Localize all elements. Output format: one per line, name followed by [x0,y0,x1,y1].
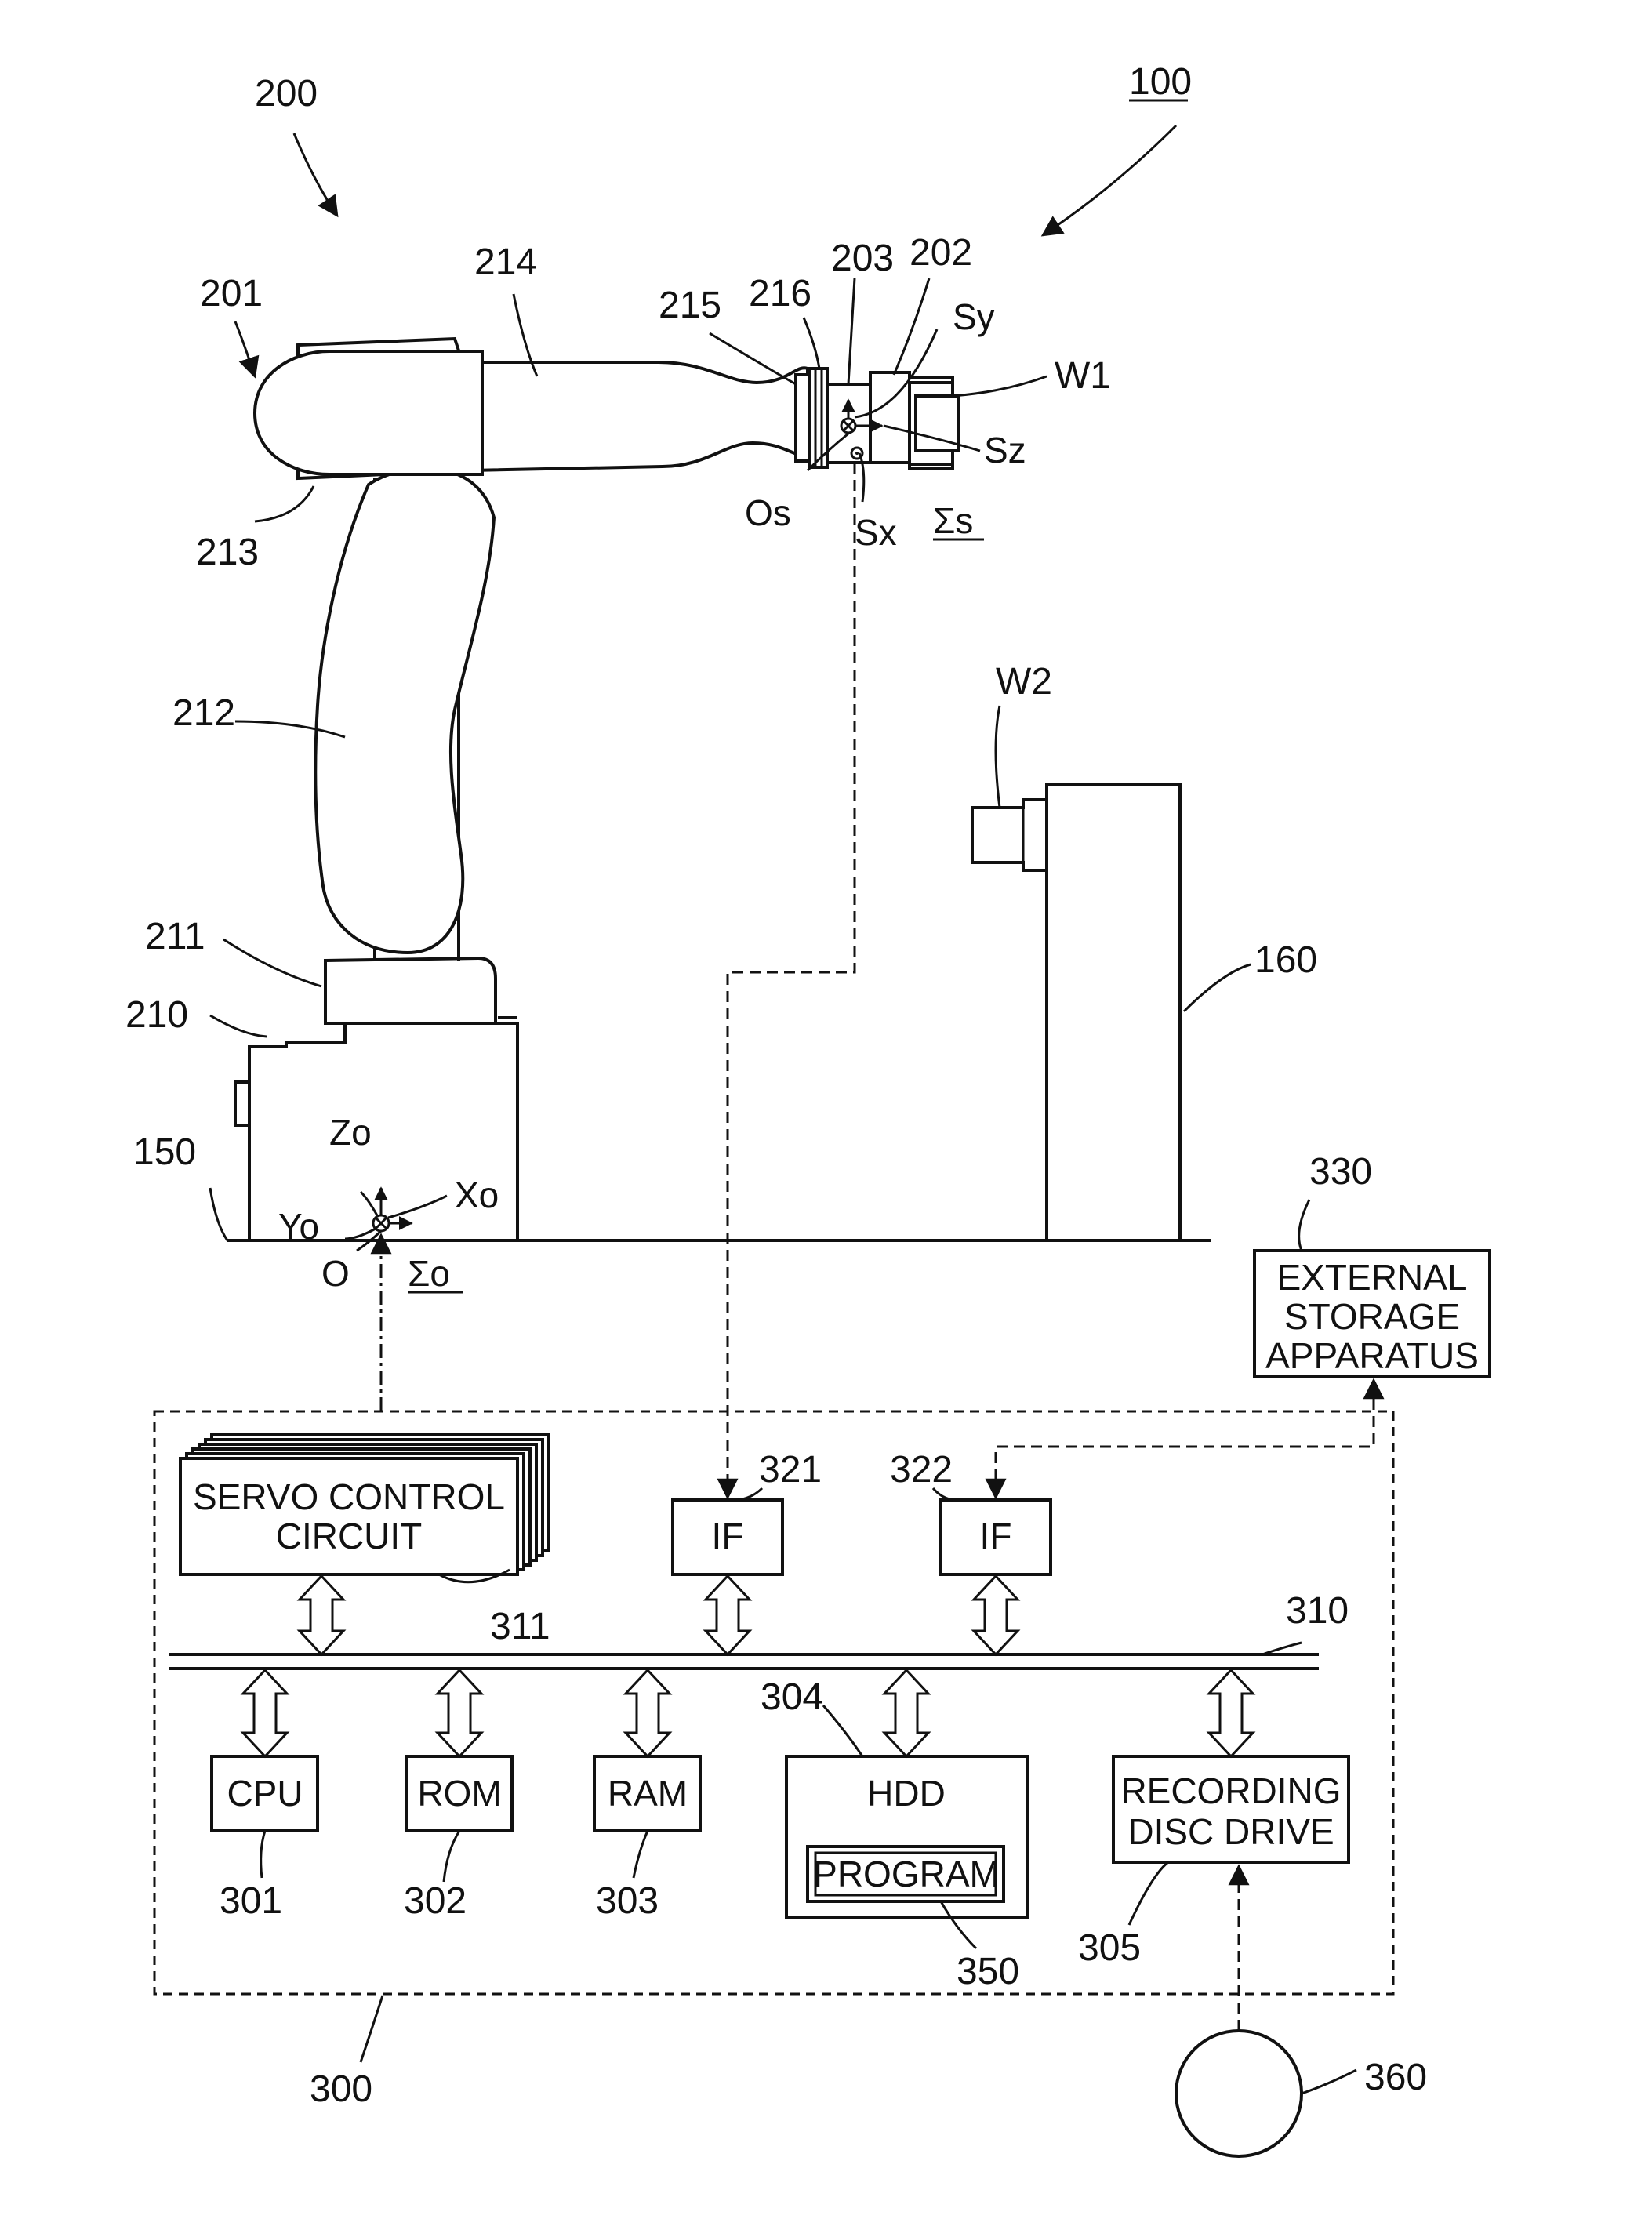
label-os: Os [745,492,791,533]
label-214: 214 [474,241,537,283]
rec-line1: RECORDING [1120,1770,1341,1811]
link-212 [315,468,494,953]
label-100: 100 [1129,61,1192,103]
label-sigma-s: Σs [933,500,973,541]
label-330: 330 [1309,1151,1372,1193]
label-321: 321 [759,1449,822,1491]
cpu-label: CPU [227,1773,303,1814]
hdd-label: HDD [867,1773,946,1814]
workpiece-w2 [972,800,1047,870]
label-360: 360 [1364,2057,1427,2098]
label-210: 210 [125,994,188,1036]
label-301: 301 [220,1880,282,1922]
label-sigma-o: Σo [408,1253,450,1294]
base-side-panel [235,1082,249,1125]
servo-line1: SERVO CONTROL [193,1476,505,1517]
label-215: 215 [659,285,721,326]
label-302: 302 [404,1880,467,1922]
label-150: 150 [133,1131,196,1173]
label-310: 310 [1286,1590,1349,1632]
wrist-216 [810,369,827,467]
label-sz: Sz [984,430,1026,470]
servo-line2: CIRCUIT [276,1516,423,1556]
label-216: 216 [749,273,811,314]
ext-storage-line3: APPARATUS [1265,1335,1479,1376]
label-311: 311 [490,1606,550,1647]
label-203: 203 [831,238,894,279]
label-yo: Yo [278,1206,319,1247]
label-305: 305 [1078,1927,1141,1969]
label-322: 322 [890,1449,953,1491]
bus-connections [243,1576,1253,1756]
if-321-label: IF [712,1516,744,1556]
label-200: 200 [255,73,318,114]
label-xo: Xo [455,1175,499,1215]
label-o: O [321,1253,350,1294]
label-sy: Sy [953,296,995,337]
ext-storage-line2: STORAGE [1284,1296,1460,1337]
stand-160 [1047,784,1180,1240]
sensor-signal-line [728,463,855,1498]
label-w2: W2 [996,661,1052,703]
robot-arm [235,329,1047,1240]
label-sx: Sx [855,512,897,553]
label-213: 213 [196,532,259,573]
label-300: 300 [310,2068,372,2110]
label-212: 212 [172,692,235,734]
rec-line2: DISC DRIVE [1127,1811,1334,1852]
label-201: 201 [200,273,263,314]
label-350: 350 [957,1951,1019,1992]
label-202: 202 [910,232,972,274]
label-zo: Zo [329,1112,372,1153]
joint-211 [325,958,496,1023]
external-storage-line [996,1380,1374,1498]
label-303: 303 [596,1880,659,1922]
program-label: PROGRAM [813,1854,1000,1894]
label-211: 211 [145,916,205,957]
rom-label: ROM [417,1773,501,1814]
label-160: 160 [1254,939,1317,981]
joint-213 [255,351,482,474]
recording-medium-360 [1176,2031,1302,2156]
label-w1: W1 [1055,355,1111,397]
if-322-label: IF [980,1516,1012,1556]
ram-label: RAM [608,1773,688,1814]
wrist-215 [796,375,810,461]
label-304: 304 [761,1676,823,1718]
ext-storage-line1: EXTERNAL [1277,1257,1468,1298]
